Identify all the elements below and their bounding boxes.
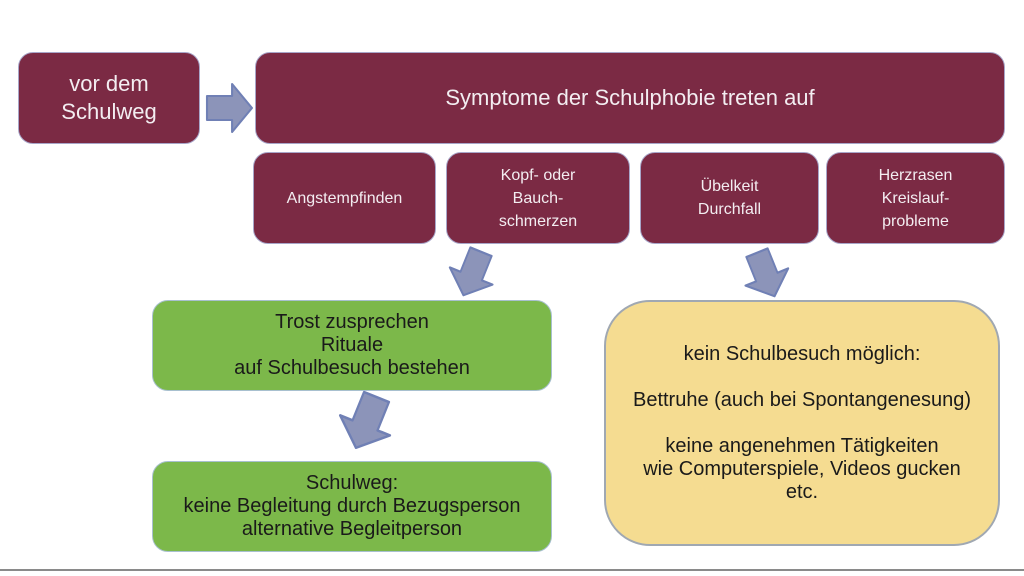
block-arrow-right-icon — [205, 83, 253, 133]
node-symptom-kopf-bauchschmerzen: Kopf- oder Bauch- schmerzen — [446, 152, 630, 244]
node-symptom-angstempfinden: Angstempfinden — [253, 152, 436, 244]
node-symptom-uebelkeit-durchfall: Übelkeit Durchfall — [640, 152, 819, 244]
block-arrow-down-right-icon — [742, 247, 790, 299]
node-trost-zusprechen: Trost zusprechen Rituale auf Schulbesuch… — [152, 300, 552, 391]
node-kein-schulbesuch: kein Schulbesuch möglich: Bettruhe (auch… — [604, 300, 1000, 546]
slide-bottom-border — [0, 569, 1024, 571]
node-symptoms-header: Symptome der Schulphobie treten auf — [255, 52, 1005, 144]
block-arrow-down-left-icon — [448, 246, 496, 298]
block-arrow-down-left-icon — [338, 390, 394, 451]
node-vor-dem-schulweg: vor dem Schulweg — [18, 52, 200, 144]
node-schulweg-begleitung: Schulweg: keine Begleitung durch Bezugsp… — [152, 461, 552, 552]
node-symptom-herzrasen-kreislauf: Herzrasen Kreislauf- probleme — [826, 152, 1005, 244]
